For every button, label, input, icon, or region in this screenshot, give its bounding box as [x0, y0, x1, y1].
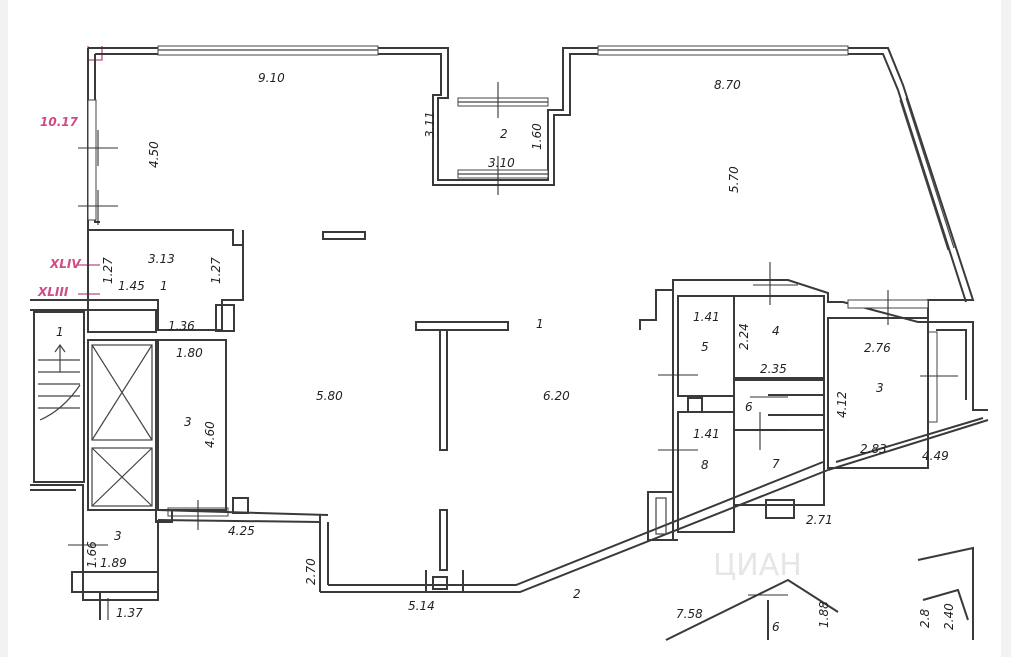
right-rooms: [647, 290, 929, 541]
dim-bottom-188: 1.88: [817, 601, 831, 628]
dim-outer-449: 4.49: [922, 449, 949, 463]
dim-room5-width: 1.41: [693, 310, 720, 324]
floor-plan-drawing: ЦИАН: [30, 45, 989, 641]
dim-left-127: 1.27: [101, 257, 115, 284]
dim-room6-width: 2.35: [760, 362, 787, 376]
dim-width-514: 5.14: [408, 599, 435, 613]
room-number-bottom-6: 6: [772, 620, 780, 634]
room-number-balcony: 2: [500, 127, 508, 141]
dim-right-127: 1.27: [209, 257, 223, 284]
staircase: [33, 311, 85, 483]
room-number-7: 7: [772, 457, 780, 471]
dim-balcony-left: 3.11: [423, 111, 437, 138]
dim-height-580: 5.80: [316, 389, 343, 403]
dim-left-wall-height: 4.50: [147, 141, 161, 168]
dim-balcony-width: 3.10: [488, 156, 515, 170]
dim-height-166: 1.66: [85, 541, 99, 568]
dim-width-137: 1.37: [116, 606, 143, 620]
dim-height-270: 2.70: [304, 558, 318, 585]
dim-right-upper-height: 5.70: [727, 166, 741, 193]
room-number-6: 6: [745, 400, 753, 414]
watermark: ЦИАН: [713, 548, 802, 583]
dim-room3r-bottom: 2.83: [860, 442, 887, 456]
floor-plan-sheet: ЦИАН: [8, 0, 1001, 657]
dim-width-180: 1.80: [176, 346, 203, 360]
dim-room4-height: 2.24: [737, 323, 751, 350]
dim-room3r-width: 2.76: [864, 341, 891, 355]
dim-width-189: 1.89: [100, 556, 127, 570]
room-number-3-bottom: 3: [114, 529, 122, 543]
dim-bottom-240: 2.40: [942, 603, 956, 630]
dim-bottom-758: 7.58: [676, 607, 703, 621]
room-number-left-corridor: 1: [56, 325, 64, 339]
dim-top-right-width: 8.70: [714, 78, 741, 92]
dim-room3r-height: 4.12: [835, 391, 849, 418]
room-number-outside-2: 2: [573, 587, 581, 601]
axis-label-xliii: XLIII: [37, 285, 69, 299]
bottom-right-partial: [665, 546, 974, 641]
dim-height-460: 4.60: [203, 421, 217, 448]
room-number-4: 4: [772, 324, 780, 338]
axis-label-xliv: XLIV: [49, 257, 82, 271]
room-number-3-left: 3: [184, 415, 192, 429]
dim-width-136: 1.36: [168, 319, 195, 333]
windows: [87, 45, 955, 517]
room-number-8: 8: [701, 458, 709, 472]
dim-width-425: 4.25: [228, 524, 255, 538]
dim-height-620: 6.20: [543, 389, 570, 403]
dim-small-room-width: 3.13: [148, 252, 175, 266]
service-core: [30, 230, 329, 620]
room-number-5: 5: [701, 340, 709, 354]
dim-bottom-28: 2.8: [918, 609, 932, 628]
crosshair-marks: [68, 82, 958, 620]
dim-top-left-width: 9.10: [258, 71, 285, 85]
room-number-main-hall: 1: [536, 317, 544, 331]
room-number-hall-upper-left: 1: [160, 279, 168, 293]
dim-width-145: 1.45: [118, 279, 145, 293]
columns: [322, 231, 509, 593]
dim-balcony-height: 1.60: [530, 123, 544, 150]
room-number-3-right: 3: [876, 381, 884, 395]
dim-outer-271: 2.71: [806, 513, 833, 527]
dim-room8-width: 1.41: [693, 427, 720, 441]
level-mark: 10.17: [40, 115, 79, 129]
